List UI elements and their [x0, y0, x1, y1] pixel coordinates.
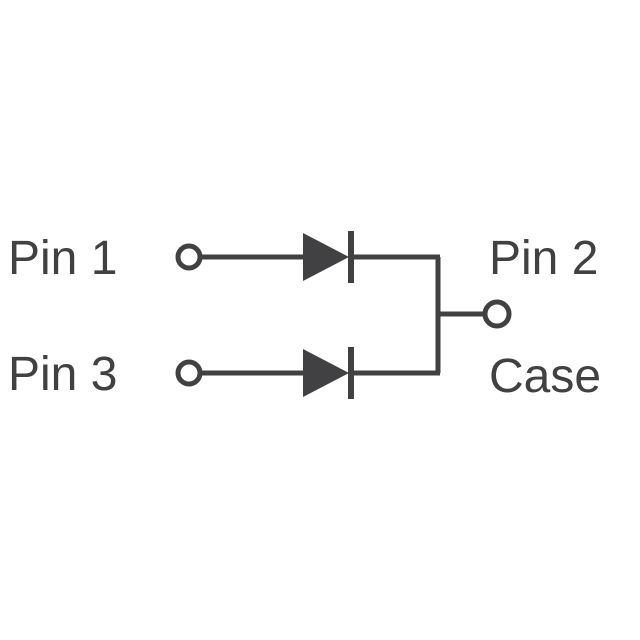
pin1-label: Pin 1 — [8, 232, 117, 285]
diode-upper-triangle — [303, 233, 349, 281]
pin2-case-terminal[interactable] — [482, 299, 512, 329]
pin2-label: Pin 2 — [489, 232, 598, 285]
case-label: Case — [489, 350, 601, 403]
pin3-terminal[interactable] — [175, 359, 203, 387]
pin3-label: Pin 3 — [8, 348, 117, 401]
diode-lower-triangle — [303, 349, 349, 397]
pin1-terminal[interactable] — [175, 243, 203, 271]
